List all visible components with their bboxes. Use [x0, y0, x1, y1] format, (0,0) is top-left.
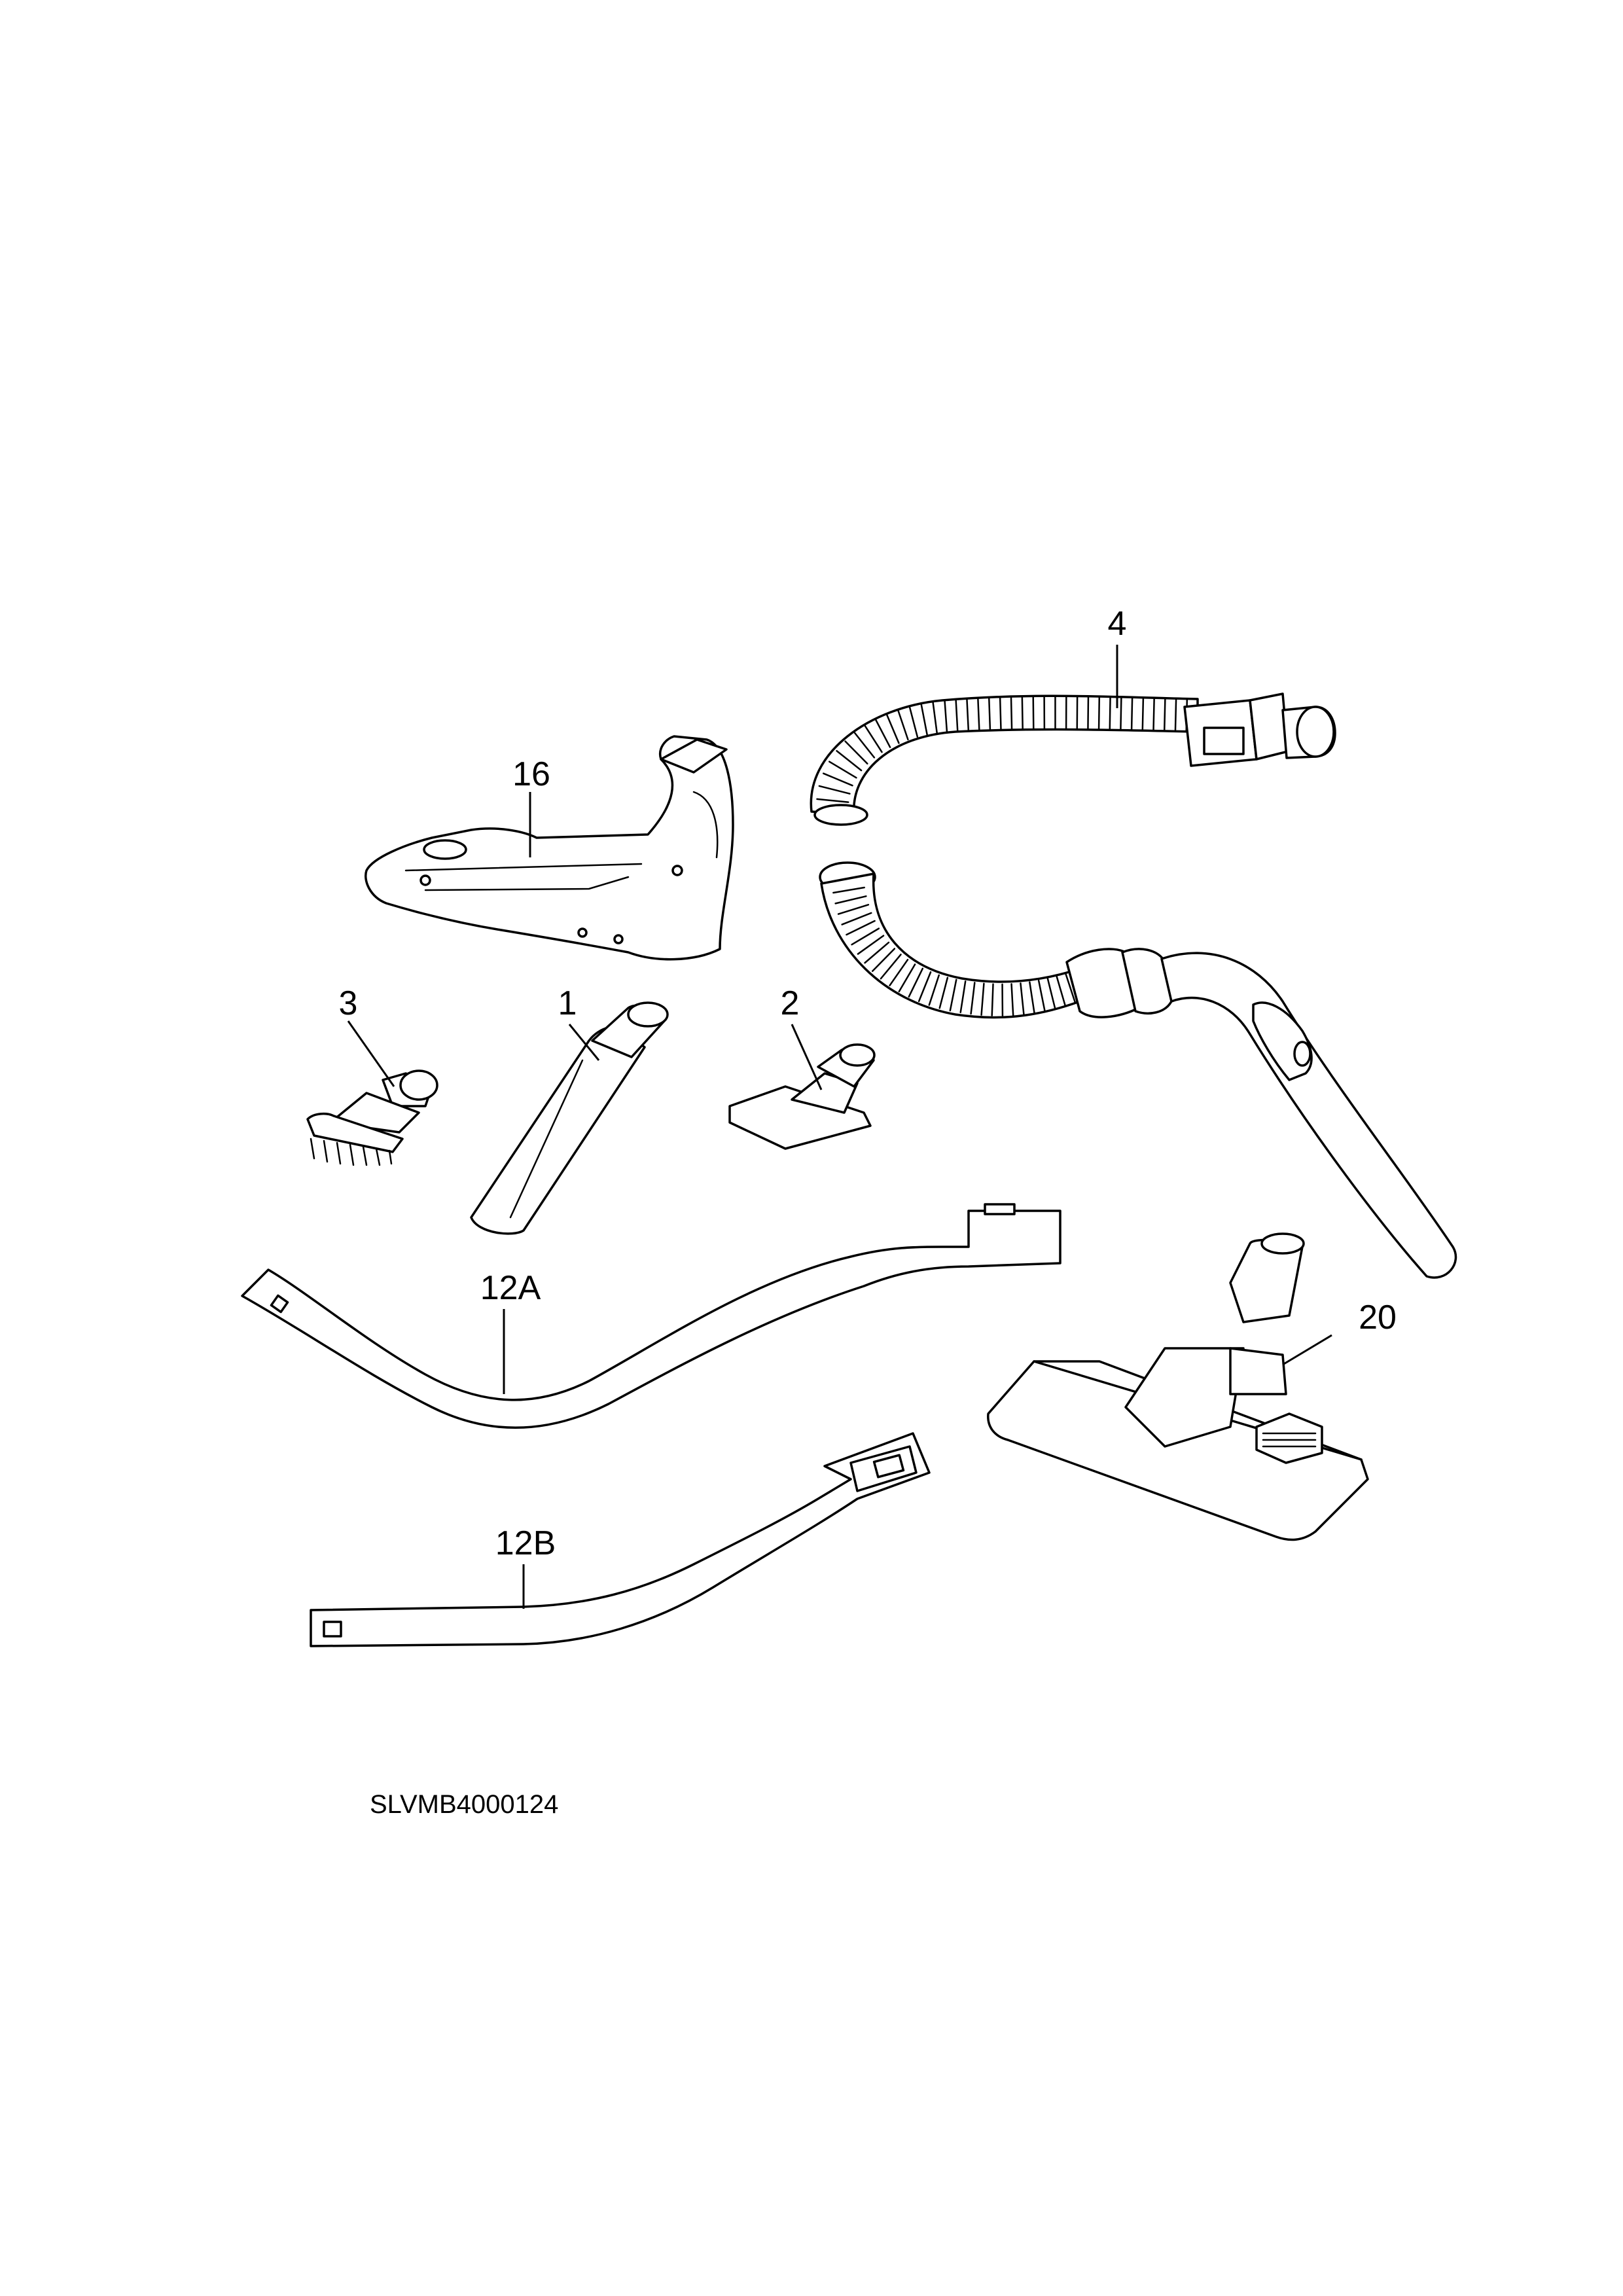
hose-rib	[1037, 979, 1046, 1013]
leader-2	[791, 1024, 823, 1090]
hose-rib	[880, 954, 902, 980]
document-code: SLVMB4000124	[370, 1790, 558, 1819]
leader-1	[568, 1024, 600, 1061]
callout-20: 20	[1359, 1299, 1397, 1336]
hose-rib	[949, 978, 957, 1012]
hose-rib	[1010, 983, 1014, 1016]
hose-rib	[918, 971, 932, 1003]
hose-rib	[864, 941, 890, 964]
leader-3	[347, 1020, 395, 1087]
hose-rib	[818, 785, 851, 795]
callout-3: 3	[339, 984, 358, 1022]
part-12a-bent-tube	[241, 1203, 1061, 1429]
hose-rib	[885, 713, 900, 744]
hose-rib	[1021, 696, 1024, 730]
hose-rib	[832, 886, 865, 894]
callout-labels: 4 16 3 1 2 12A 20 12B	[339, 605, 1397, 1562]
hose-rib	[841, 912, 872, 925]
hose-rib	[844, 740, 868, 765]
hose-rib	[932, 700, 938, 734]
hose-rib	[874, 718, 891, 748]
hose-rib	[908, 705, 919, 738]
part-16-handle	[365, 735, 734, 961]
part-4-hose-lower	[819, 861, 1457, 1279]
hose-rib	[828, 761, 857, 779]
hose-rib	[857, 935, 885, 955]
callout-16: 16	[512, 755, 550, 793]
hose-rib	[834, 895, 867, 905]
hose-rib	[1109, 696, 1111, 730]
hose-rib	[977, 698, 980, 731]
hose-rib	[1029, 981, 1035, 1014]
callout-2: 2	[781, 984, 800, 1022]
hose-rib	[1120, 697, 1122, 730]
hose-rib	[970, 982, 976, 1015]
hose-rib	[959, 980, 967, 1014]
hose-rib	[980, 982, 985, 1016]
callout-1: 1	[558, 984, 577, 1022]
hose-rib	[1046, 977, 1056, 1010]
hose-rib	[1174, 698, 1177, 732]
part-4-hose-upper	[810, 692, 1336, 826]
hose-rib	[836, 750, 863, 772]
part-20-floor-nozzle	[987, 1232, 1369, 1541]
hose-rib	[938, 977, 949, 1009]
hose-rib	[853, 732, 876, 759]
hose-rib	[944, 700, 948, 733]
hose-rib	[1163, 698, 1166, 732]
part-12b-straight-tube	[310, 1432, 931, 1647]
hose-rib	[864, 725, 883, 753]
leader-lines	[347, 645, 1332, 1609]
leader-20	[1282, 1334, 1332, 1366]
hose-rib	[851, 927, 880, 946]
hose-rib	[822, 772, 853, 787]
hose-rib	[816, 798, 849, 803]
hose-rib	[928, 974, 940, 1006]
hose-rib	[1064, 972, 1077, 1005]
hose-rib	[1056, 975, 1067, 1007]
hose-rib	[966, 698, 970, 732]
hose-rib	[846, 920, 876, 936]
hose-rib	[837, 904, 870, 915]
callout-12b: 12B	[495, 1524, 556, 1562]
hose-rib	[1020, 982, 1025, 1016]
hose-rib	[898, 963, 916, 993]
part-3-dusting-brush	[306, 1069, 438, 1166]
hose-rib	[920, 702, 928, 736]
hose-rib	[1032, 696, 1035, 730]
hose-rib	[897, 709, 909, 741]
hose-rib	[889, 959, 909, 986]
part-2-upholstery-nozzle	[728, 1043, 876, 1150]
hose-rib	[871, 948, 896, 972]
hose-rib	[988, 697, 991, 731]
hose-rib	[1010, 696, 1013, 730]
hose-rib	[908, 967, 924, 998]
hose-ribs-lower	[832, 886, 1077, 1017]
callout-4: 4	[1108, 605, 1127, 643]
part-1-crevice-tool	[470, 1001, 669, 1235]
callout-12a: 12A	[480, 1269, 541, 1307]
hose-rib	[999, 697, 1002, 730]
hose-rib	[991, 983, 994, 1016]
hose-ribs-upper	[816, 696, 1188, 803]
hose-rib	[955, 699, 959, 732]
